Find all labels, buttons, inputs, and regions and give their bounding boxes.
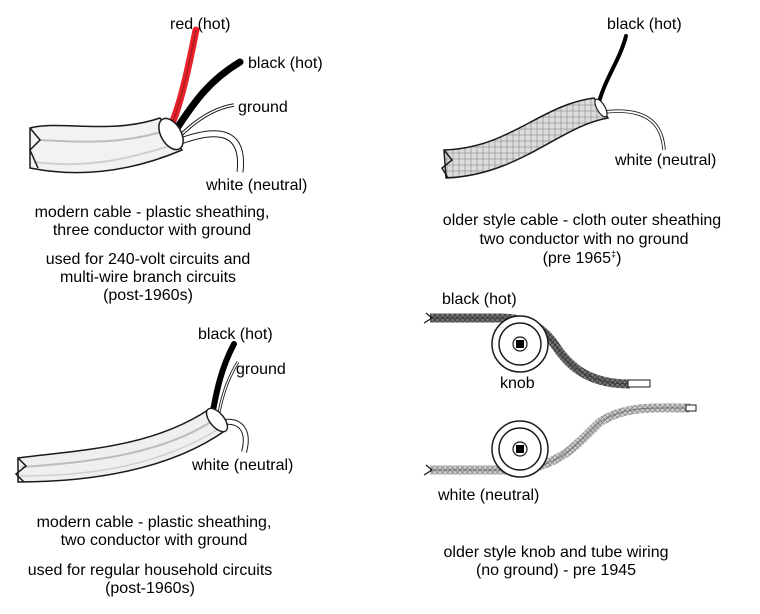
caption-line: modern cable - plastic sheathing, <box>37 514 272 531</box>
caption-line: older style knob and tube wiring <box>443 544 668 561</box>
white-neutral-label: white (neutral) <box>614 152 716 169</box>
black-hot-wire <box>596 34 628 108</box>
black-hot-wire <box>168 58 244 140</box>
cloth-sheath <box>443 97 610 179</box>
white-neutral-label: white (neutral) <box>437 487 539 504</box>
knob-insulator <box>491 420 549 478</box>
black-hot-label: black (hot) <box>607 16 682 33</box>
caption-line: (no ground) - pre 1945 <box>476 562 636 579</box>
usage-line: used for 240-volt circuits and <box>46 251 251 268</box>
black-hot-label: black (hot) <box>248 55 323 72</box>
usage-line: (post-1960s) <box>103 287 193 304</box>
white-neutral-wire <box>603 109 666 151</box>
knob-insulator <box>491 315 549 373</box>
ground-label: ground <box>238 99 288 116</box>
white-neutral-wire <box>430 403 691 475</box>
caption-line: modern cable - plastic sheathing, <box>35 204 270 221</box>
panel-modern-two-conductor: black (hot) ground white (neutral) moder… <box>14 326 293 597</box>
panel-modern-three-conductor: red (hot) black (hot) ground white (neut… <box>29 16 323 304</box>
usage-line: used for regular household circuits <box>28 562 273 579</box>
panel-cloth-cable: black (hot) white (neutral) older style … <box>441 16 721 267</box>
panel-knob-and-tube: black (hot) knob white (neutral) older s… <box>423 291 697 579</box>
plastic-sheath <box>29 117 184 174</box>
white-neutral-label: white (neutral) <box>205 177 307 194</box>
caption-line: three conductor with ground <box>53 222 251 239</box>
black-hot-wire <box>209 341 237 419</box>
white-neutral-label: white (neutral) <box>191 457 293 474</box>
knob-label: knob <box>500 375 535 392</box>
caption-line: older style cable - cloth outer sheathin… <box>443 212 721 229</box>
red-hot-label: red (hot) <box>170 16 230 33</box>
black-hot-label: black (hot) <box>198 326 273 343</box>
caption-line: two conductor with ground <box>61 532 248 549</box>
ground-label: ground <box>236 361 286 378</box>
usage-line: multi-wire branch circuits <box>60 269 236 286</box>
usage-line: (post-1960s) <box>105 580 195 597</box>
caption-line: two conductor with no ground <box>479 231 688 248</box>
caption-line: (pre 1965‡) <box>543 249 622 267</box>
black-hot-label: black (hot) <box>442 291 517 308</box>
